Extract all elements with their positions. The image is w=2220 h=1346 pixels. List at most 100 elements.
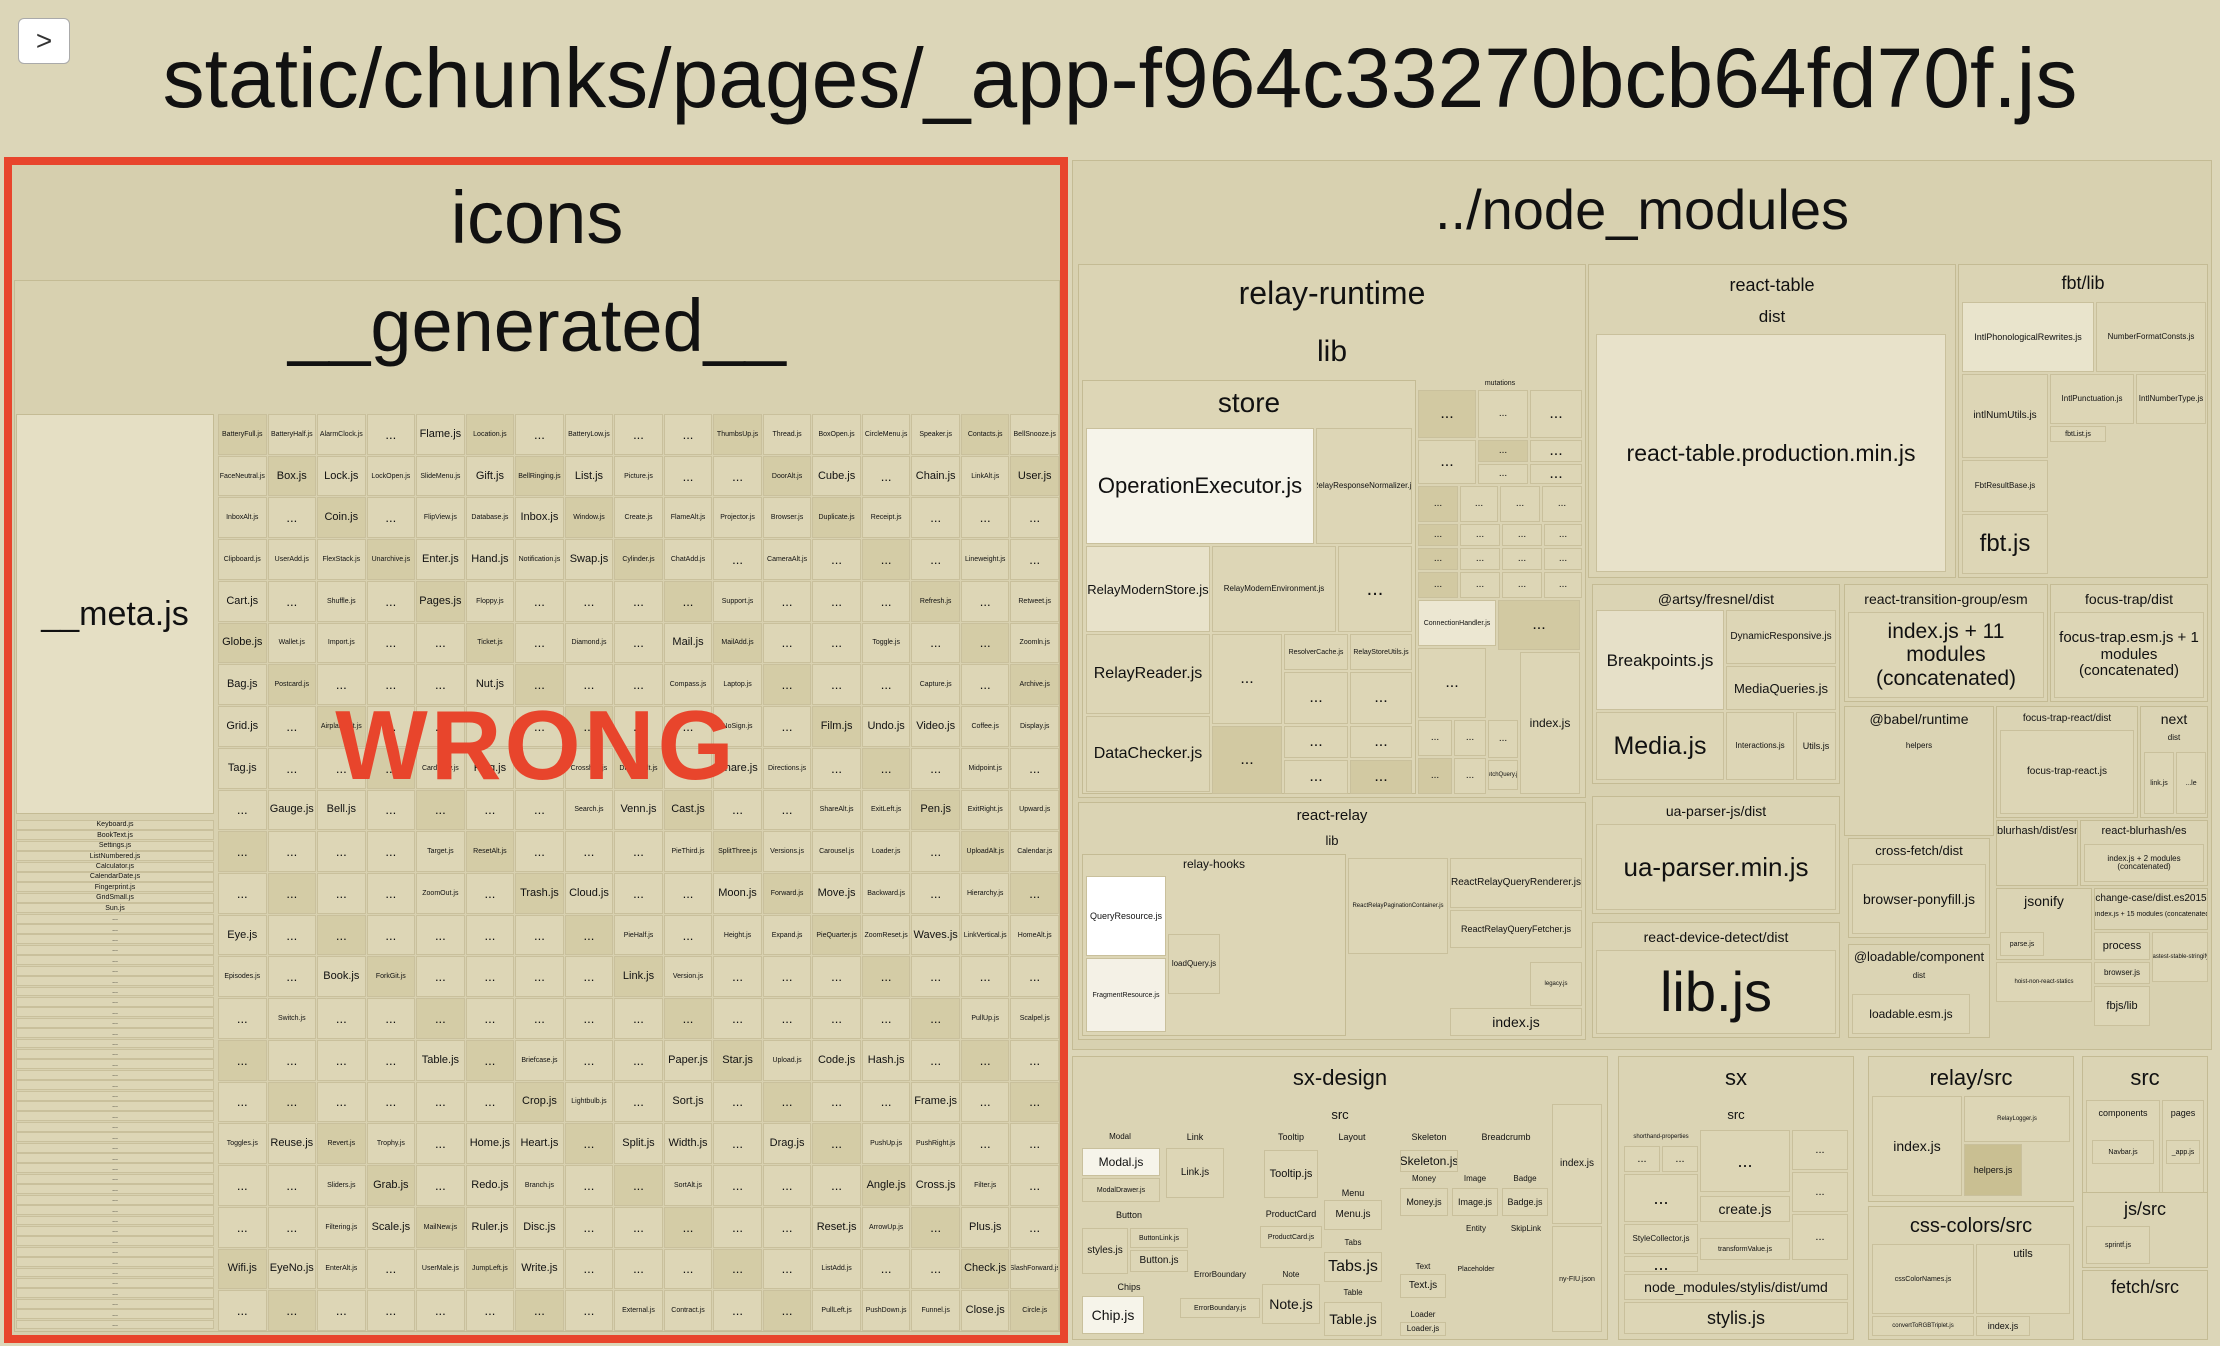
icon-file[interactable]: ... [614,1081,663,1123]
icon-file[interactable]: SplitThree.js [713,831,762,872]
icon-file[interactable]: ... [366,747,416,789]
meta-list-item[interactable]: ... [16,1111,214,1122]
sx-design-file[interactable]: Chip.js [1082,1296,1144,1334]
meta-list-item[interactable]: ... [16,1163,214,1174]
icon-file[interactable]: ... [564,956,614,998]
icon-file[interactable]: Reuse.js [267,1123,317,1165]
relay-runtime-file[interactable]: ... [1418,548,1458,570]
meta-list-item[interactable]: ... [16,913,214,924]
sx-design-file[interactable]: Menu.js [1324,1200,1382,1230]
icon-file[interactable]: ... [960,580,1010,622]
sx-design-file[interactable]: Link [1186,1131,1204,1142]
sx-design-file[interactable]: ny-FIU.json [1552,1226,1602,1332]
relay-runtime-file[interactable]: ... [1460,524,1500,546]
icon-file[interactable]: ... [366,831,416,872]
icon-file[interactable]: ... [317,831,366,872]
icon-file[interactable]: Notification.js [515,539,564,580]
convert-rgb-file[interactable]: convertToRGBTriplet.js [1872,1316,1974,1336]
icon-file[interactable]: Write.js [515,1248,564,1290]
icon-file[interactable]: ... [1010,497,1059,539]
icon-file[interactable]: Star.js [713,1039,762,1081]
sx-design-file[interactable]: Button [1115,1209,1143,1220]
media-file[interactable]: Media.js [1596,712,1724,780]
icon-file[interactable]: Cross.js [911,1165,960,1206]
icon-file[interactable]: Location.js [465,414,515,455]
icon-file[interactable]: Width.js [663,1123,713,1165]
icon-file[interactable]: ... [317,998,366,1039]
meta-list-item[interactable]: ... [16,1017,214,1028]
icon-file[interactable]: ... [218,1290,267,1331]
icon-file[interactable]: ... [960,664,1010,706]
meta-list-item[interactable]: Sun.js [16,903,214,914]
icon-file[interactable]: ... [861,747,911,789]
icon-file[interactable]: List.js [564,455,614,497]
icon-file[interactable]: ... [366,664,416,706]
meta-list-item[interactable]: ... [16,1173,214,1184]
icon-file[interactable]: EnterAlt.js [317,1248,366,1290]
icon-file[interactable]: Loader.js [861,831,911,872]
relay-runtime-file[interactable]: ... [1418,572,1458,598]
icon-file[interactable]: SlideMenu.js [416,455,465,497]
icon-file[interactable]: ... [267,914,317,956]
icon-file[interactable]: ... [713,1165,762,1206]
icon-file[interactable]: DisplayAlt.js [614,747,663,789]
sx-design-file[interactable]: Tooltip [1277,1131,1304,1142]
icon-file[interactable]: Frame.js [911,1081,960,1123]
icon-file[interactable]: ... [762,1248,812,1290]
react-table-production-file[interactable]: react-table.production.min.js [1596,334,1946,572]
sx-design-file[interactable]: Note [1282,1270,1300,1279]
icon-file[interactable]: Crosshair.js [564,747,614,789]
icon-file[interactable]: ArrowUp.js [861,1206,911,1248]
relay-response-normalizer-file[interactable]: RelayResponseNormalizer.js [1316,428,1412,544]
icon-file[interactable]: ZoomReset.js [861,914,911,956]
sx-design-file[interactable]: Tabs.js [1324,1252,1382,1282]
icon-file[interactable]: InboxAlt.js [218,497,267,539]
icon-file[interactable]: Archive.js [1010,664,1059,706]
relay-runtime-file[interactable]: ... [1502,524,1542,546]
icon-file[interactable]: External.js [614,1290,663,1331]
relay-runtime-file[interactable]: ... [1544,572,1582,598]
icon-file[interactable]: Flag.js [465,747,515,789]
icon-file[interactable]: Version.js [663,956,713,998]
icon-file[interactable]: Heart.js [515,1123,564,1165]
icon-file[interactable]: ... [663,747,713,789]
icon-file[interactable]: ... [416,664,465,706]
icon-file[interactable]: ... [366,873,416,914]
query-resource-file[interactable]: QueryResource.js [1086,876,1166,956]
meta-list-item[interactable]: ... [16,1069,214,1080]
icon-file[interactable]: ... [812,747,861,789]
query-renderer-file[interactable]: ReactRelayQueryRenderer.js [1450,858,1582,908]
icon-file[interactable]: Trash.js [515,873,564,914]
next-more-file[interactable]: ...le [2176,752,2206,814]
icon-file[interactable]: ... [1010,539,1059,580]
relay-runtime-file[interactable]: ... [1212,634,1282,724]
relay-runtime-file[interactable]: ... [1212,726,1282,794]
icon-file[interactable]: ... [713,998,762,1039]
icon-file[interactable]: Cast.js [663,789,713,831]
icon-file[interactable]: ... [614,1165,663,1206]
icon-file[interactable]: ... [663,706,713,747]
icon-file[interactable]: ... [515,580,564,622]
icon-file[interactable]: ... [713,956,762,998]
icon-file[interactable]: ThumbsUp.js [713,414,762,455]
sx-file[interactable]: ... [1624,1174,1698,1222]
meta-list-item[interactable]: BookText.js [16,830,214,841]
relay-runtime-file[interactable]: ... [1478,464,1528,484]
icon-file[interactable]: ... [515,664,564,706]
mutations-folder[interactable]: mutations [1484,379,1516,387]
icon-file[interactable]: Scalpel.js [1010,998,1059,1039]
icon-file[interactable]: Laptop.js [713,664,762,706]
icon-file[interactable]: ... [267,873,317,914]
app-file[interactable]: _app.js [2166,1140,2200,1164]
legacy-file[interactable]: legacy.js [1530,962,1582,1006]
icon-file[interactable]: ... [564,1248,614,1290]
sx-design-file[interactable]: Button.js [1130,1250,1188,1272]
icon-file[interactable]: Carousel.js [812,831,861,872]
icon-file[interactable]: ... [267,1206,317,1248]
icon-file[interactable]: ... [218,789,267,831]
icon-file[interactable]: Filtering.js [317,1206,366,1248]
icon-file[interactable]: Expand.js [762,914,812,956]
sx-file[interactable]: ... [1624,1256,1698,1272]
icon-file[interactable]: ... [366,622,416,664]
icon-file[interactable]: Picture.js [614,455,663,497]
